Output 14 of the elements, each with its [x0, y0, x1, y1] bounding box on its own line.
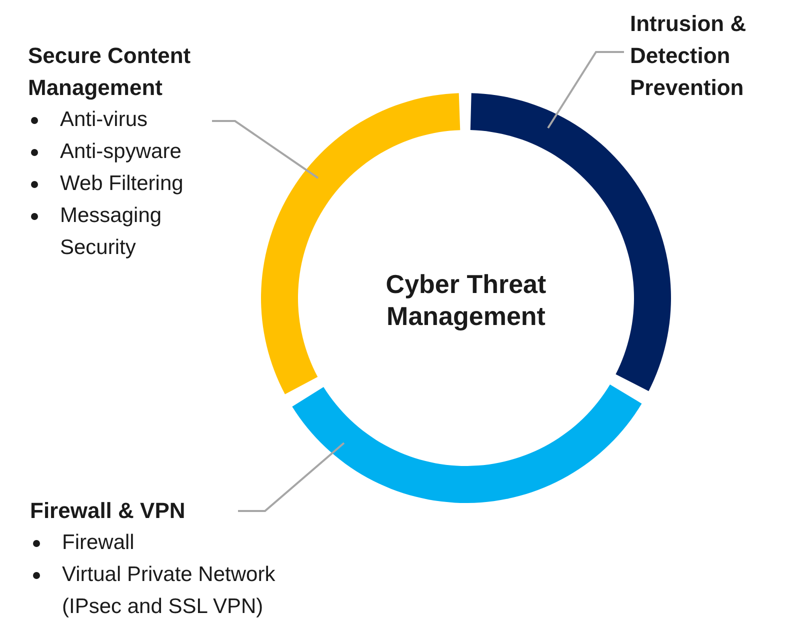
bullet-item: Firewall: [62, 531, 134, 554]
center-title: Cyber Threat Management: [384, 268, 548, 332]
bullet-item: Messaging Security: [60, 204, 162, 259]
ring-segment: [292, 384, 642, 503]
leader-line: [238, 442, 345, 512]
section-heading: Secure Content Management: [28, 42, 192, 102]
bullet-item: Anti-spyware: [60, 140, 182, 163]
bullet-item: Anti-virus: [60, 108, 148, 131]
bullet-item: Web Filtering: [60, 172, 184, 195]
leader-line: [212, 120, 319, 179]
section-heading: Intrusion & Detection Prevention: [630, 10, 748, 102]
bullet-item: Virtual Private Network (IPsec and SSL VPN): [62, 563, 276, 618]
leader-line: [547, 51, 624, 129]
section-heading: Firewall & VPN: [30, 497, 186, 525]
